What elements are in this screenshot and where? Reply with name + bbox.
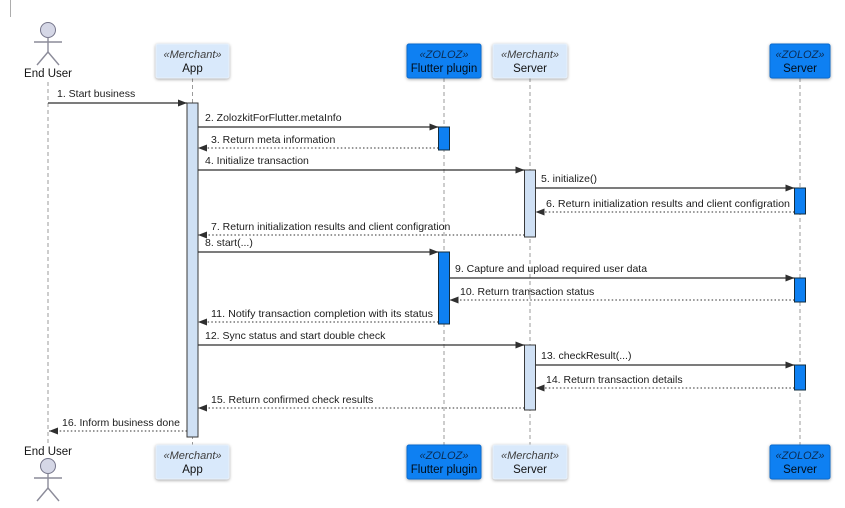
message-14: 14. Return transaction details (535, 374, 795, 392)
activation-zoloz-server-2 (794, 277, 806, 303)
message-2: 2. ZolozkitForFlutter.metaInfo (198, 112, 439, 131)
message-14-label: 14. Return transaction details (546, 374, 683, 386)
participant-box-merchant-app-top: «Merchant» App (155, 43, 230, 79)
participant-stereotype: «ZOLOZ» (776, 450, 825, 462)
participant-stereotype: «Merchant» (163, 49, 221, 61)
participant-stereotype: «ZOLOZ» (420, 49, 469, 61)
message-4: 4. Initialize transaction (198, 155, 525, 174)
participant-name: Server (783, 63, 817, 75)
participant-stereotype: «ZOLOZ» (420, 450, 469, 462)
message-3: 3. Return meta information (198, 134, 439, 152)
participant-box-zoloz-flutter-plugin-bottom: «ZOLOZ» Flutter plugin (406, 444, 482, 480)
participant-stereotype: «Merchant» (501, 450, 559, 462)
actor-bottom: End User (24, 446, 72, 502)
participant-box-merchant-app-bottom: «Merchant» App (155, 444, 230, 480)
message-12: 12. Sync status and start double check (198, 330, 525, 349)
message-13: 13. checkResult(...) (535, 350, 795, 369)
participant-boxes-top: «Merchant» App «ZOLOZ» Flutter plugin «M… (155, 43, 831, 79)
participant-box-merchant-server-bottom: «Merchant» Server (492, 444, 568, 480)
message-6: 6. Return initialization results and cli… (535, 198, 795, 216)
participant-box-zoloz-server-top: «ZOLOZ» Server (769, 43, 831, 79)
message-13-label: 13. checkResult(...) (541, 350, 631, 362)
message-2-label: 2. ZolozkitForFlutter.metaInfo (205, 112, 342, 124)
message-9-label: 9. Capture and upload required user data (455, 263, 647, 275)
messages: 1. Start business 2. ZolozkitForFlutter.… (48, 88, 795, 435)
participant-name: Server (783, 464, 817, 476)
participant-name: Flutter plugin (411, 464, 477, 476)
activation-merchant-app (186, 102, 199, 438)
participant-boxes-bottom: «Merchant» App «ZOLOZ» Flutter plugin «M… (155, 444, 831, 480)
participant-box-zoloz-flutter-plugin-top: «ZOLOZ» Flutter plugin (406, 43, 482, 79)
activation-flutter-plugin-2 (438, 251, 450, 325)
activation-flutter-plugin-1 (438, 126, 450, 151)
actor-label-top: End User (24, 68, 72, 80)
message-12-label: 12. Sync status and start double check (205, 330, 386, 342)
message-5-label: 5. initialize() (541, 173, 597, 185)
message-3-label: 3. Return meta information (211, 134, 335, 146)
activation-bars (186, 102, 806, 438)
message-7: 7. Return initialization results and cli… (198, 221, 525, 239)
activation-zoloz-server-3 (794, 364, 806, 391)
message-10: 10. Return transaction status (449, 286, 795, 304)
message-8-label: 8. start(...) (205, 237, 253, 249)
message-16-label: 16. Inform business done (62, 417, 180, 429)
participant-box-merchant-server-top: «Merchant» Server (492, 43, 568, 79)
message-16: 16. Inform business done (49, 417, 187, 435)
message-6-label: 6. Return initialization results and cli… (546, 198, 790, 210)
message-11: 11. Notify transaction completion with i… (198, 308, 439, 326)
message-1-label: 1. Start business (57, 88, 135, 100)
message-10-label: 10. Return transaction status (460, 286, 594, 298)
message-15-label: 15. Return confirmed check results (211, 394, 373, 406)
actor-label-bottom: End User (24, 446, 72, 458)
participant-name: Server (513, 63, 547, 75)
message-11-label: 11. Notify transaction completion with i… (211, 308, 433, 320)
participant-stereotype: «Merchant» (501, 49, 559, 61)
participant-stereotype: «Merchant» (163, 450, 221, 462)
message-8: 8. start(...) (198, 237, 439, 256)
participant-name: App (182, 63, 202, 75)
message-5: 5. initialize() (535, 173, 795, 192)
activation-merchant-server-2 (524, 344, 536, 411)
message-15: 15. Return confirmed check results (198, 394, 525, 412)
message-9: 9. Capture and upload required user data (449, 263, 795, 282)
lifelines (47, 78, 801, 445)
actor-icon (40, 22, 56, 38)
participant-name: Flutter plugin (411, 63, 477, 75)
activation-merchant-server-1 (524, 169, 536, 238)
participant-stereotype: «ZOLOZ» (776, 49, 825, 61)
message-1: 1. Start business (48, 88, 187, 107)
participant-name: App (182, 464, 202, 476)
participant-box-zoloz-server-bottom: «ZOLOZ» Server (769, 444, 831, 480)
actor-icon (40, 458, 56, 474)
activation-zoloz-server-1 (794, 187, 806, 215)
message-4-label: 4. Initialize transaction (205, 155, 309, 167)
actor-top: End User (24, 22, 72, 80)
message-7-label: 7. Return initialization results and cli… (211, 221, 450, 233)
participant-name: Server (513, 464, 547, 476)
